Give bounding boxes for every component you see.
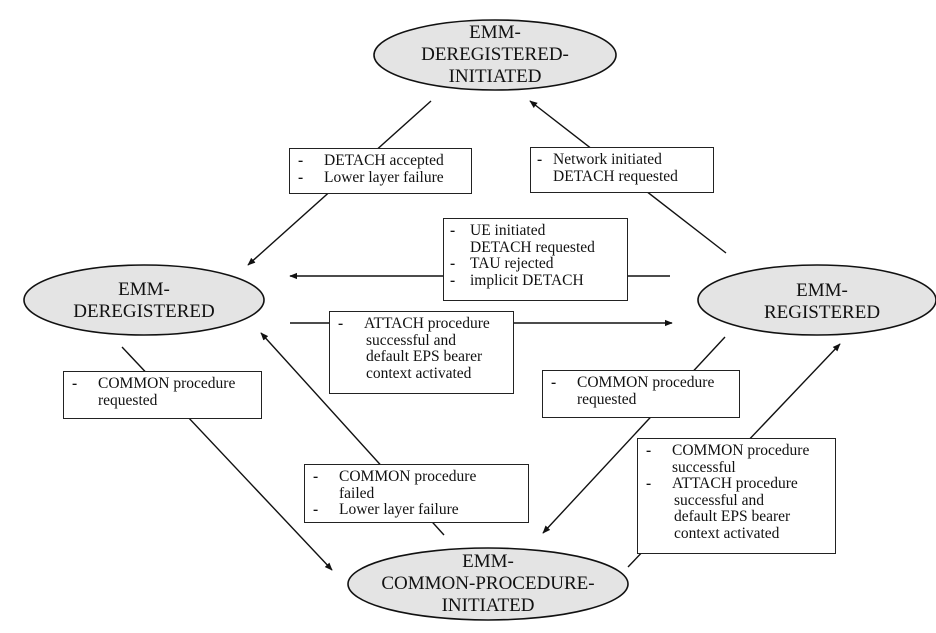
condition-text: context activated <box>674 524 780 542</box>
bullet-dash: - <box>338 315 344 332</box>
bullet-dash: - <box>298 152 304 169</box>
state-label-line: EMM- <box>469 22 521 43</box>
condition-text: TAU rejected <box>470 255 554 272</box>
transition-label-t4: - ATTACH procedure successful and default… <box>329 311 514 394</box>
condition-text: DETACH requested <box>470 238 595 256</box>
state-label-line: DEREGISTERED- <box>421 44 569 65</box>
state-deregistered: EMM- DEREGISTERED <box>23 264 265 336</box>
bullet-dash: - <box>313 468 319 485</box>
state-deregistered-initiated: EMM- DEREGISTERED- INITIATED <box>373 19 617 91</box>
condition-text: Lower layer failure <box>324 168 444 186</box>
bullet-dash: - <box>537 151 543 168</box>
state-label-line: INITIATED <box>449 66 542 87</box>
arrow-t6 <box>542 336 726 534</box>
bullet-dash: - <box>646 475 652 492</box>
condition-text: Network initiated <box>553 151 662 168</box>
condition-text: failed <box>339 484 375 502</box>
state-label-line: EMM- <box>462 551 514 572</box>
condition-text: COMMON procedure <box>98 375 236 392</box>
condition-text: successful <box>672 458 736 476</box>
transition-label-t1: - DETACH accepted - Lower layer failure <box>289 148 472 194</box>
condition-text: successful and <box>674 491 764 509</box>
condition-text: DETACH accepted <box>324 152 444 169</box>
condition-text: context activated <box>366 364 472 382</box>
condition-text: default EPS bearer <box>674 508 791 525</box>
state-label-line: EMM- <box>796 280 848 301</box>
condition-text: requested <box>98 391 158 409</box>
condition-text: Lower layer failure <box>339 501 459 518</box>
condition-text: COMMON procedure <box>339 468 477 485</box>
bullet-dash: - <box>646 442 652 459</box>
condition-text: COMMON procedure <box>672 442 810 459</box>
bullet-dash: - <box>72 375 78 392</box>
state-label-line: DEREGISTERED <box>73 301 214 322</box>
bullet-dash: - <box>551 374 557 391</box>
condition-text: ATTACH procedure <box>364 315 490 332</box>
state-label-line: EMM- <box>118 279 170 300</box>
condition-text: UE initiated <box>470 222 546 239</box>
bullet-dash: - <box>450 255 456 272</box>
condition-text: default EPS bearer <box>366 348 483 365</box>
condition-text: requested <box>577 390 637 408</box>
bullet-dash: - <box>450 271 456 289</box>
condition-text: successful and <box>366 331 456 349</box>
condition-text: implicit DETACH <box>470 271 584 289</box>
condition-text: COMMON procedure <box>577 374 715 391</box>
bullet-dash: - <box>298 168 304 186</box>
condition-text: ATTACH procedure <box>672 475 798 492</box>
condition-text: DETACH requested <box>553 167 678 185</box>
bullet-dash: - <box>313 501 319 518</box>
bullet-dash: - <box>450 222 456 239</box>
state-common-procedure-initiated: EMM- COMMON-PROCEDURE- INITIATED <box>347 547 629 621</box>
state-label-line: REGISTERED <box>764 302 880 323</box>
state-registered: EMM- REGISTERED <box>697 264 936 336</box>
state-label-line: INITIATED <box>442 595 535 616</box>
state-label-line: COMMON-PROCEDURE- <box>381 573 594 594</box>
